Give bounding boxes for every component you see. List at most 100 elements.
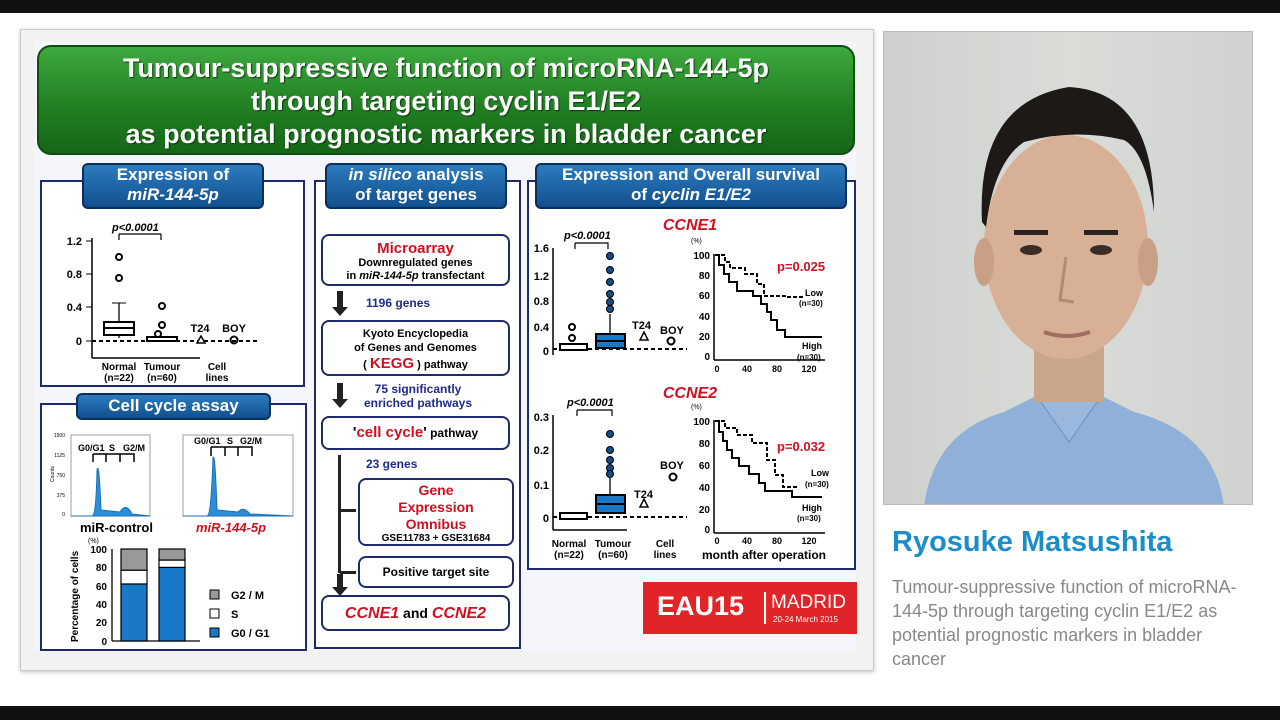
box2-pvalue: p<0.0001 xyxy=(566,397,614,409)
box2-cell: Cell xyxy=(656,539,675,550)
km1-ytick-4: 40 xyxy=(699,312,711,323)
km1-ytick-6: 0 xyxy=(704,352,710,363)
bar-ytick-2: 80 xyxy=(96,563,108,574)
km2-ytick-2: 80 xyxy=(699,439,711,450)
km2-ytick-4: 40 xyxy=(699,483,711,494)
mir144-label: miR-144-5p xyxy=(196,520,266,535)
legend-s: S xyxy=(231,609,238,621)
box2-boy: BOY xyxy=(660,460,685,472)
geo-line1: Gene xyxy=(418,482,454,498)
km2-pvalue: p=0.032 xyxy=(777,439,825,454)
box1-pvalue: p<0.0001 xyxy=(563,230,611,242)
bar-control-g0g1 xyxy=(120,583,148,642)
km2-ytick-6: 0 xyxy=(704,525,710,536)
target-site-box: Positive target site xyxy=(358,556,514,588)
expr-boy-label: BOY xyxy=(222,323,247,335)
microarray-box: Microarray Downregulated genes in miR-14… xyxy=(321,234,510,286)
kegg-line1: Kyoto Encyclopedia xyxy=(362,328,469,340)
ccne2-label: CCNE2 xyxy=(663,385,717,402)
legend-g0g1: G0 / G1 xyxy=(231,628,270,640)
bar-ytick-5: 20 xyxy=(96,618,108,629)
geo-datasets: GSE11783 + GSE31684 xyxy=(381,533,491,544)
km1-low-n: (n=30) xyxy=(799,299,823,308)
survival-figure: CCNE1 CCNE2 p<0.0001 1.6 1.2 0.8 0.4 0 T… xyxy=(534,217,830,562)
bar-mir-g0g1 xyxy=(158,566,186,642)
flow-vertical-line xyxy=(338,455,341,573)
geo-box: Gene Expression Omnibus GSE11783 + GSE31… xyxy=(358,478,514,546)
expr-lines-label: lines xyxy=(206,373,229,384)
geo-line3: Omnibus xyxy=(405,516,467,532)
box1-ytick-4: 0.4 xyxy=(534,322,550,334)
geo-line2: Expression xyxy=(398,499,474,515)
kegg-line2: of Genes and Genomes xyxy=(354,342,477,354)
hist1-phase-g2m: G2/M xyxy=(123,443,145,453)
bar-mir-g2m xyxy=(158,548,186,561)
expression-panel xyxy=(40,180,305,387)
km2-xtick-4: 120 xyxy=(801,536,816,546)
km2-low-n: (n=30) xyxy=(805,480,829,489)
km2-xtick-3: 80 xyxy=(772,536,782,546)
km2-ytick-5: 20 xyxy=(699,505,711,516)
box2-tumour-n: (n=60) xyxy=(598,550,628,561)
km2-ytick-1: 100 xyxy=(693,417,710,428)
km2-low-label: Low xyxy=(811,468,830,478)
eau-divider xyxy=(764,592,766,624)
genes-23: 23 genes xyxy=(366,457,418,471)
expr-t24-label: T24 xyxy=(191,323,211,335)
survival-panel xyxy=(527,180,856,570)
box1-t24: T24 xyxy=(632,320,652,332)
expression-pvalue: p<0.0001 xyxy=(111,222,159,234)
speaker-photo xyxy=(883,31,1253,505)
box1-boy: BOY xyxy=(660,325,685,337)
km1-xtick-2: 40 xyxy=(742,364,752,374)
km1-high-label: High xyxy=(802,341,822,351)
expression-heading: Expression of miR-144-5p xyxy=(82,163,264,209)
eau-city: MADRID xyxy=(771,592,846,613)
km1-ytick-2: 80 xyxy=(699,271,711,282)
expr-ytick-1: 1.2 xyxy=(67,236,82,248)
hist1-phase-s: S xyxy=(109,443,115,453)
silico-heading-em: in silico xyxy=(348,165,412,184)
flow-arrow-3 xyxy=(332,574,348,596)
km1-ytick-3: 60 xyxy=(699,291,711,302)
hist1-ylabel: Counts xyxy=(50,466,56,482)
speaker-name: Ryosuke Matsushita xyxy=(892,526,1173,558)
km1-xtick-3: 80 xyxy=(772,364,782,374)
box2-ytick-3: 0.1 xyxy=(534,480,549,492)
box2-ytick-1: 0.3 xyxy=(534,412,549,424)
box1-ytick-1: 1.6 xyxy=(534,243,549,255)
expr-cell-label: Cell xyxy=(208,362,227,373)
silico-heading: in silico analysis of target genes xyxy=(325,163,507,209)
bar-ytick-1: 100 xyxy=(90,545,107,556)
km2-high-label: High xyxy=(802,503,822,513)
hist2-phase-g2m: G2/M xyxy=(240,436,262,446)
expression-boxplot: p<0.0001 1.2 0.8 0.4 0 T24 BOY Normal (n… xyxy=(67,222,260,384)
hist1-phase-g0g1: G0/G1 xyxy=(78,443,105,453)
km1-xtick-4: 120 xyxy=(801,364,816,374)
km1-pvalue: p=0.025 xyxy=(777,259,825,274)
ccne1-label: CCNE1 xyxy=(663,217,717,234)
box2-normal: Normal xyxy=(552,539,587,550)
km1-xtick-1: 0 xyxy=(714,364,719,374)
kegg-line3: ( KEGG ) pathway xyxy=(363,355,468,372)
box2-lines: lines xyxy=(654,550,677,561)
expr-ytick-4: 0 xyxy=(76,336,82,348)
eau-dates: 20-24 March 2015 xyxy=(773,615,838,624)
expr-tumour-n: (n=60) xyxy=(147,373,177,384)
box2-t24: T24 xyxy=(634,489,654,501)
eau-brand: EAU15 xyxy=(657,591,745,621)
bar-control-s xyxy=(120,569,148,585)
eau15-logo: EAU15 MADRID 20-24 March 2015 xyxy=(643,582,857,634)
genes-1196: 1196 genes xyxy=(366,296,431,310)
flow-branch-2 xyxy=(340,571,356,574)
hist1-ytick-2: 1125 xyxy=(54,453,65,459)
hist1-ytick-1: 1500 xyxy=(54,433,65,439)
silico-heading-rest: analysis xyxy=(411,165,484,184)
speaker-portrait xyxy=(924,87,1224,504)
hist2-phase-g0g1: G0/G1 xyxy=(194,436,221,446)
cellcycle-heading: Cell cycle assay xyxy=(76,393,271,420)
title-line-1: Tumour-suppressive function of microRNA-… xyxy=(122,53,770,83)
km2-xtick-2: 40 xyxy=(742,536,752,546)
expr-normal-label: Normal xyxy=(102,362,137,373)
